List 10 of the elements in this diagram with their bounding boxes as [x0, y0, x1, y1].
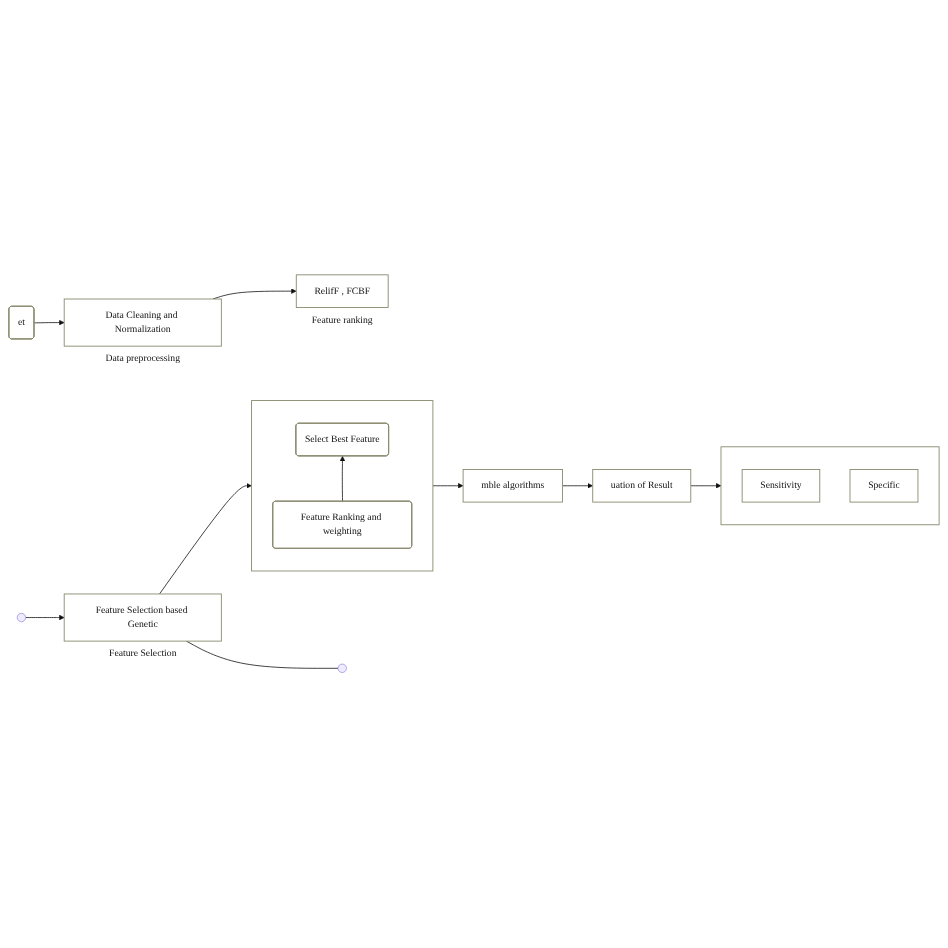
cluster: [720, 446, 940, 526]
node-box: [295, 274, 389, 309]
cluster: [251, 400, 434, 572]
node-box: [592, 469, 692, 503]
node-box: [741, 469, 821, 503]
node-box: [849, 469, 919, 503]
connector: [185, 641, 339, 669]
node-box: [462, 469, 563, 503]
node-box: [63, 298, 222, 347]
node-box: [63, 593, 222, 642]
